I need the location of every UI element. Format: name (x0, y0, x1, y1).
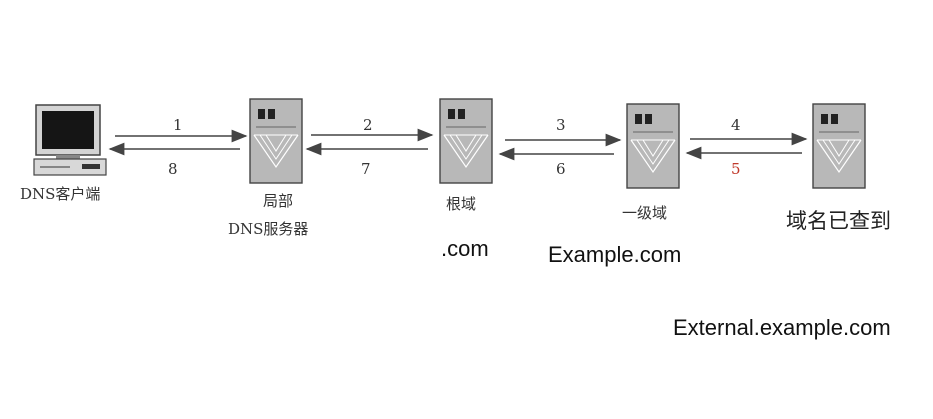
step-label-1: 1 (173, 116, 183, 134)
resolved-server-icon (812, 103, 866, 189)
root-domain-label: .com (441, 236, 489, 261)
step-label-8: 8 (168, 160, 178, 178)
root-server-icon (439, 98, 493, 184)
resolved-label: 域名已查到 (786, 209, 891, 233)
first-level-label: 一级域 (622, 204, 668, 222)
local-dns-label-line1: 局部 (263, 192, 294, 210)
first-level-server-icon (626, 103, 680, 189)
step-label-5: 5 (731, 160, 741, 178)
first-level-domain-label: Example.com (548, 242, 682, 267)
step-label-3: 3 (556, 116, 566, 134)
step-label-4: 4 (731, 116, 741, 134)
root-label: 根域 (446, 195, 477, 213)
client-label: DNS客户端 (20, 185, 101, 203)
local-dns-server-icon (249, 98, 303, 184)
step-label-7: 7 (361, 160, 371, 178)
final-domain-label: External.example.com (673, 315, 891, 340)
step-label-2: 2 (363, 116, 373, 134)
local-dns-label-line2: DNS服务器 (228, 220, 309, 238)
computer-icon (33, 104, 107, 176)
step-label-6: 6 (556, 160, 566, 178)
